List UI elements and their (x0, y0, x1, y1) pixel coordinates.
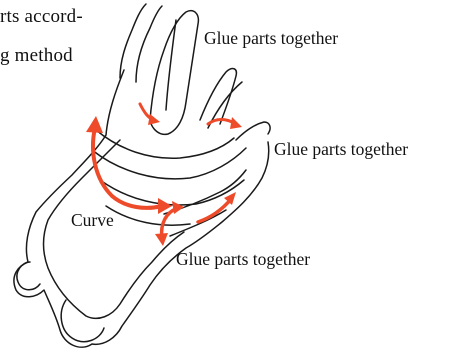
bottom-left-tail-head (155, 233, 168, 246)
bottom-tab-outline (61, 300, 104, 342)
bottom-left-arrowhead (172, 201, 184, 214)
body-text-fragment-1: rts accord- (0, 6, 83, 28)
curve-label: Curve (71, 210, 114, 230)
right-tab-outline (236, 122, 270, 140)
band-middle-outline (92, 148, 246, 179)
curve-arrowhead-top (86, 116, 103, 133)
glue-label-right: Glue parts together (274, 139, 408, 159)
glue-label-bottom: Glue parts together (176, 249, 310, 269)
right-glue-arrowhead (230, 117, 242, 129)
glue-label-top: Glue parts together (204, 28, 338, 48)
right-finger-outline (200, 69, 236, 124)
left-finger-outline (120, 4, 146, 78)
body-text-fragment-2: g method (0, 45, 73, 67)
top-glue-arrowhead (148, 114, 160, 125)
left-ear-outline (17, 262, 40, 290)
